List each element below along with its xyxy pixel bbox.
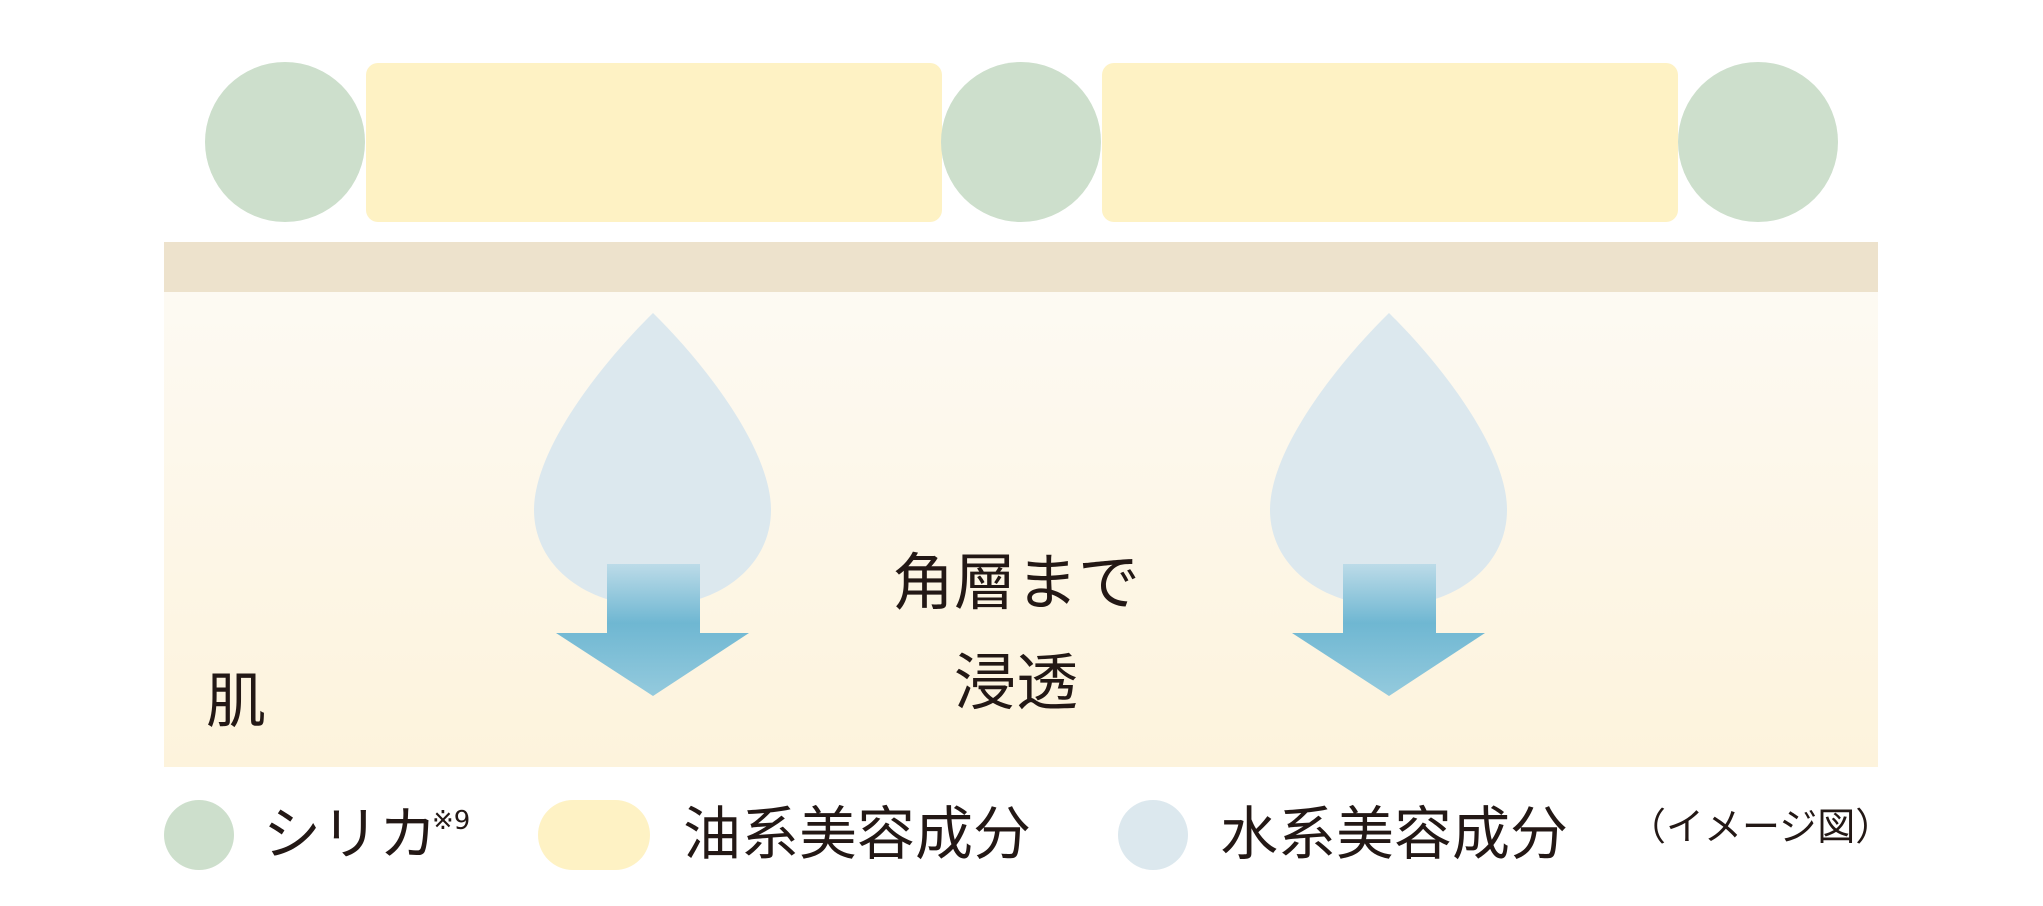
legend-water-swatch — [1118, 800, 1188, 870]
legend-oil-label: 油系美容成分 — [683, 800, 1032, 868]
skin-label: 肌 — [206, 667, 266, 737]
silica-particle — [205, 62, 365, 222]
legend-oil-swatch — [538, 800, 650, 870]
down-arrow-icon — [1292, 564, 1485, 696]
water-drop-icon — [1270, 313, 1507, 606]
oil-ingredient-block — [366, 63, 942, 222]
penetration-label-line1: 角層まで — [891, 546, 1140, 619]
silica-particle — [941, 62, 1101, 222]
silica-particle — [1678, 62, 1838, 222]
down-arrow-icon — [556, 564, 749, 696]
stratum-corneum-band — [164, 242, 1878, 292]
penetration-label-line2: 浸透 — [953, 646, 1078, 719]
legend-silica-swatch — [164, 800, 234, 870]
legend-water-label: 水系美容成分 — [1220, 800, 1569, 868]
image-note: （イメージ図） — [1628, 805, 1894, 849]
water-drop-icon — [534, 313, 771, 606]
oil-ingredient-block — [1102, 63, 1678, 222]
skin-area — [164, 292, 1878, 767]
legend-silica-label: シリカ — [263, 800, 438, 868]
legend-silica-note: ※9 — [432, 806, 471, 836]
